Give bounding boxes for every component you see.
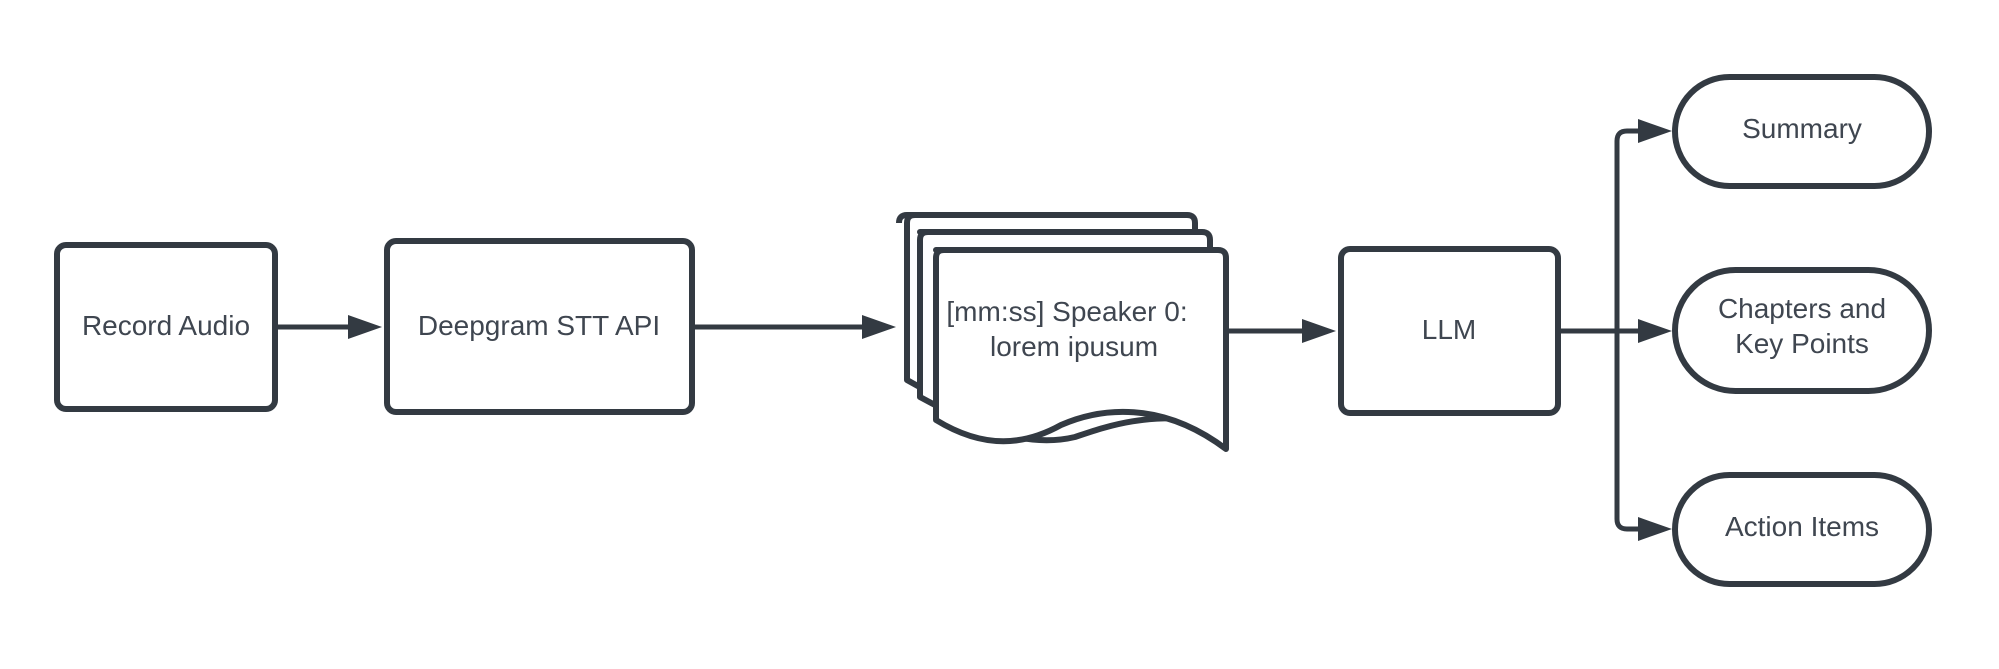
arrowhead-icon [862,315,896,339]
node-transcript-document: [mm:ss] Speaker 0: lorem ipusum [896,212,1229,452]
arrowhead-icon [348,315,382,339]
node-label-line1: Chapters and [1718,293,1886,324]
node-label: Summary [1742,113,1862,144]
node-label-line2: Key Points [1735,328,1869,359]
node-label: LLM [1422,314,1476,345]
edge-llm-to-action-items [1614,331,1638,532]
node-record-audio: Record Audio [54,242,278,412]
arrowhead-icon [1302,319,1336,343]
edge-llm-to-summary [1614,128,1638,331]
node-summary: Summary [1672,74,1932,189]
node-label-line2: lorem ipusum [990,331,1158,362]
node-label: Record Audio [82,310,250,341]
arrowhead-icon [1638,319,1672,343]
node-deepgram-stt-api: Deepgram STT API [384,238,695,415]
arrowhead-icon [1638,517,1672,541]
node-label: Deepgram STT API [418,310,660,341]
arrowhead-icon [1638,119,1672,143]
node-label: Action Items [1725,511,1879,542]
node-llm: LLM [1338,246,1561,416]
node-chapters-key-points: Chapters and Key Points [1672,267,1932,394]
node-action-items: Action Items [1672,472,1932,587]
document-page-front [933,247,1229,452]
node-label-line1: [mm:ss] Speaker 0: [946,296,1187,327]
edges [276,119,1672,541]
